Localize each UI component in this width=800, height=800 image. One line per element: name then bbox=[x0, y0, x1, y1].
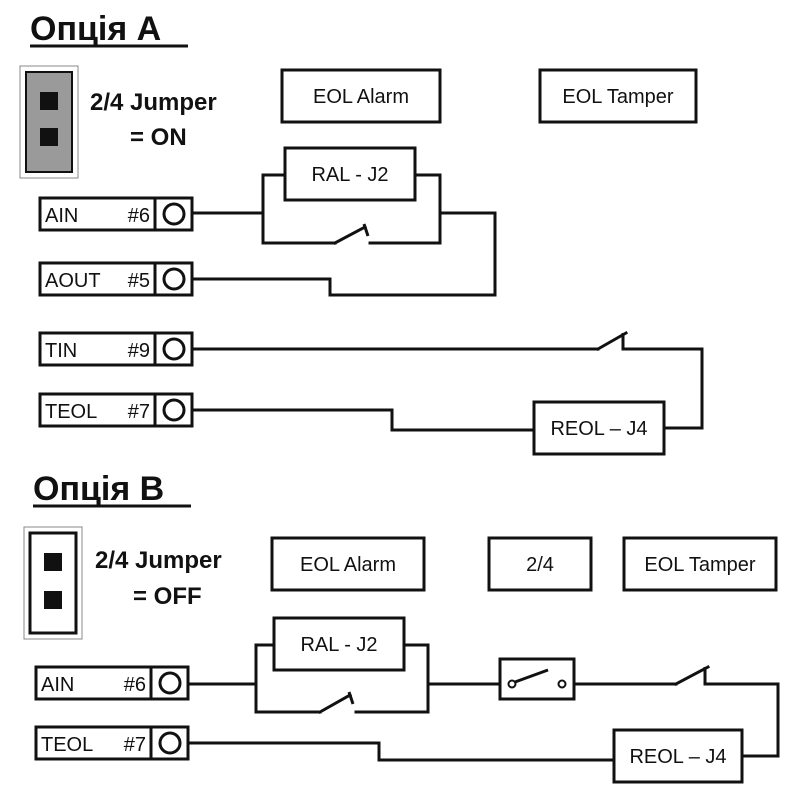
option-b-eol-alarm-box bbox=[270, 536, 426, 592]
option-b-title: Опція B bbox=[33, 470, 164, 508]
option-a-ral-box bbox=[283, 146, 417, 202]
option-a-eol-tamper-label: EOL Tamper bbox=[562, 86, 674, 108]
option-a-terminal-teol: TEOL #7 bbox=[38, 392, 194, 428]
terminal-name: TIN bbox=[45, 340, 77, 362]
option-b-section: Опція B 2/4 Jumper = OFF EOL Alarm 2/4 E… bbox=[23, 470, 780, 784]
terminal-name: TEOL bbox=[41, 734, 93, 756]
option-a-alarm-switch bbox=[332, 224, 368, 246]
option-a-terminal-aout: AOUT #5 bbox=[38, 261, 194, 297]
option-b-eol-tamper-label: EOL Tamper bbox=[644, 554, 756, 576]
option-b-terminal-teol: TEOL #7 bbox=[34, 725, 190, 761]
option-b-reol-box bbox=[612, 728, 744, 784]
option-b-eol-tamper-box bbox=[622, 536, 778, 592]
option-a-terminal-ain: AIN #6 bbox=[38, 196, 194, 232]
option-b-eol-alarm-label: EOL Alarm bbox=[300, 554, 396, 576]
terminal-number: #5 bbox=[128, 270, 150, 292]
option-b-two-four-label: 2/4 bbox=[526, 554, 554, 576]
option-a-reol-label: REOL – J4 bbox=[550, 418, 647, 440]
option-b-loop bbox=[186, 643, 780, 762]
option-b-jumper-label: 2/4 Jumper bbox=[95, 547, 222, 574]
option-a-terminal-tin: TIN #9 bbox=[38, 331, 194, 367]
option-b-two-four-box bbox=[487, 536, 593, 592]
option-a-tamper-loop bbox=[188, 330, 704, 432]
terminal-number: #6 bbox=[124, 674, 146, 696]
option-b-ral-box bbox=[272, 616, 406, 672]
terminal-screw-icon bbox=[158, 731, 182, 755]
option-a-eol-tamper-box bbox=[538, 68, 698, 124]
terminal-name: AIN bbox=[41, 674, 74, 696]
terminal-number: #9 bbox=[128, 340, 150, 362]
terminal-screw-icon bbox=[162, 267, 186, 291]
jumper-off-icon bbox=[23, 526, 83, 640]
terminal-screw-icon bbox=[158, 671, 182, 695]
terminal-number: #6 bbox=[128, 205, 150, 227]
terminal-name: TEOL bbox=[45, 401, 97, 423]
option-b-jumper-state: = OFF bbox=[133, 583, 202, 610]
terminal-screw-icon bbox=[162, 337, 186, 361]
option-a-ral-label: RAL - J2 bbox=[311, 164, 388, 186]
option-a-alarm-loop bbox=[188, 173, 497, 297]
option-a-eol-alarm-box bbox=[280, 68, 442, 124]
jumper-on-icon bbox=[19, 65, 79, 179]
option-a-title: Опція A bbox=[30, 10, 161, 48]
terminal-screw-icon bbox=[162, 398, 186, 422]
option-b-ral-label: RAL - J2 bbox=[300, 634, 377, 656]
option-a-jumper-label: 2/4 Jumper bbox=[90, 89, 217, 116]
option-b-switch-icon bbox=[498, 657, 576, 701]
option-a-section: Опція A 2/4 Jumper = ON EOL Alarm EOL Ta… bbox=[19, 10, 704, 456]
terminal-number: #7 bbox=[124, 734, 146, 756]
terminal-screw-icon bbox=[162, 202, 186, 226]
terminal-name: AOUT bbox=[45, 270, 101, 292]
option-a-jumper-state: = ON bbox=[130, 124, 187, 151]
option-b-terminal-ain: AIN #6 bbox=[34, 665, 190, 701]
option-a-reol-box bbox=[532, 400, 666, 456]
terminal-number: #7 bbox=[128, 401, 150, 423]
option-a-eol-alarm-label: EOL Alarm bbox=[313, 86, 409, 108]
terminal-name: AIN bbox=[45, 205, 78, 227]
option-b-reol-label: REOL – J4 bbox=[629, 746, 726, 768]
